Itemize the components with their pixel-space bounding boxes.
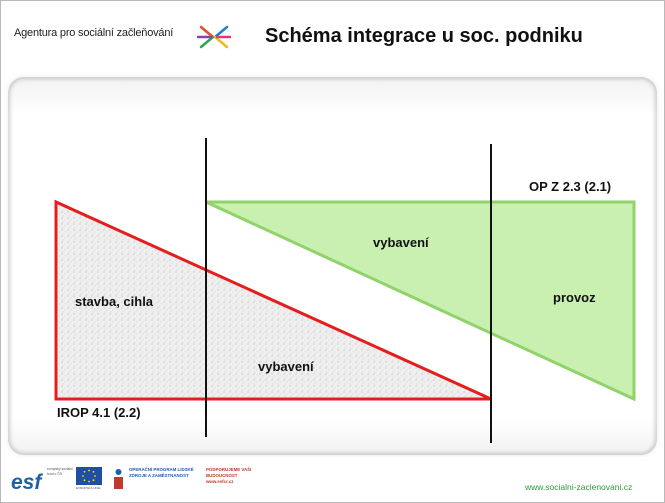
vybaveni-bottom-label: vybavení (258, 359, 314, 374)
op-program-icon (114, 469, 123, 489)
provoz-label: provoz (553, 290, 596, 305)
agency-logo-icon (197, 25, 231, 49)
support-text: PODPORUJEME VAŠI BUDOUCNOST www.esfcr.cz (206, 467, 252, 484)
page-title: Schéma integrace u soc. podniku (265, 25, 583, 47)
vybaveni-top-label: vybavení (373, 235, 429, 250)
footer (1, 457, 664, 502)
op-program-text: OPERAČNÍ PROGRAM LIDSKÉ ZDROJE A ZAMĚSTN… (129, 467, 194, 478)
op-z-triangle (205, 200, 636, 402)
org-name: Agentura pro sociální začleňování (14, 27, 174, 39)
irop-label: IROP 4.1 (2.2) (57, 405, 141, 420)
eu-subtext: EVROPSKÁ UNIE (76, 486, 101, 490)
website-link[interactable]: www.socialni-zaclenovani.cz (525, 482, 633, 492)
op-z-label: OP Z 2.3 (2.1) (529, 179, 611, 194)
eu-flag-icon (76, 467, 102, 485)
esf-subtext: evropský sociální fond v ČR (47, 467, 74, 476)
header: Agentura pro sociální začleňování Schéma… (1, 1, 664, 71)
irop-triangle (54, 199, 492, 401)
stavba-label: stavba, cihla (75, 294, 154, 309)
esf-logo: esf (11, 471, 42, 494)
